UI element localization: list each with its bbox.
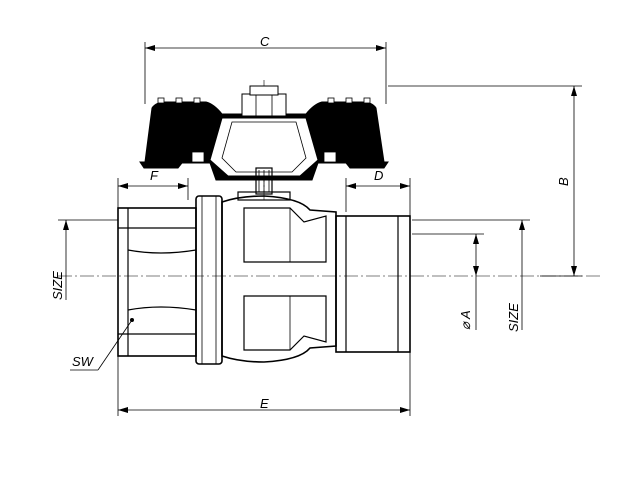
valve-body [117,195,411,365]
dim-size-left [58,219,118,300]
dim-size-right-label: SIZE [506,303,521,332]
sw-label: SW [72,354,95,369]
dim-d-label: D [374,168,383,183]
dim-f [117,178,189,208]
dim-b [388,85,582,277]
dim-size-left-label: SIZE [50,271,65,300]
butterfly-handle [139,85,389,181]
dim-e [117,352,411,416]
dim-a [412,233,484,330]
dim-b-label: B [556,177,571,186]
dim-c [144,42,387,104]
dim-d [345,178,411,216]
valve-stem [237,167,291,201]
dim-a-label: ⌀ A [458,310,473,330]
dim-size-right [412,219,530,330]
dim-c-label: C [260,34,270,49]
dim-e-label: E [260,396,269,411]
dim-f-label: F [150,168,159,183]
sw-leader [70,318,134,371]
